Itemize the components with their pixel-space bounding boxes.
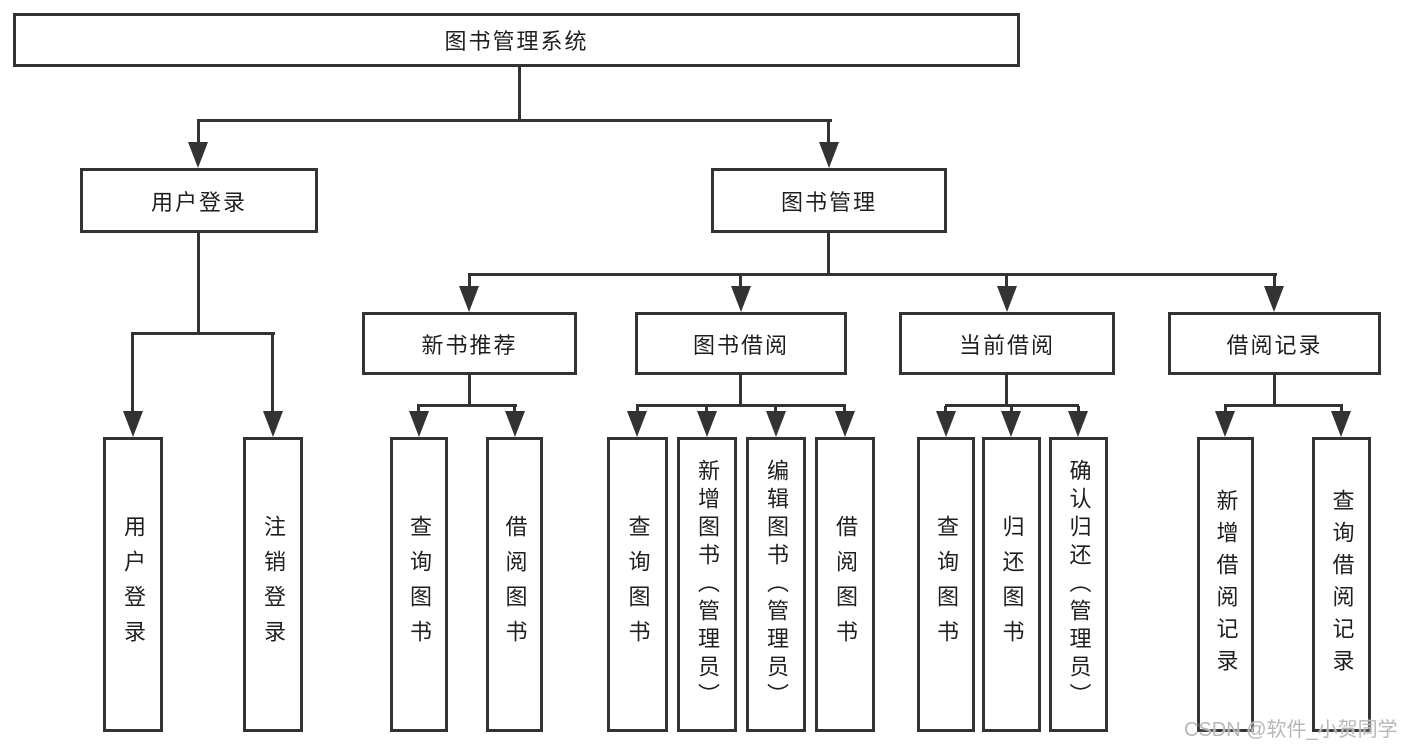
leaf-label: 查询图书 [407, 514, 432, 655]
node-borrow-records: 借阅记录 [1168, 312, 1381, 375]
node-label: 图书借阅 [692, 332, 789, 358]
connector-drop-leaf [1340, 406, 1343, 414]
leaf-label: 用户登录 [121, 514, 146, 655]
leaf-add-borrow-record: 新增借阅记录 [1197, 437, 1254, 732]
connector-drop-leaf [636, 406, 639, 414]
leaf-query-book-borrow: 查询图书 [607, 437, 668, 732]
connector-drop-leaf [843, 406, 846, 414]
connector-drop-leaf [271, 332, 274, 413]
connector-records-stem [1273, 375, 1276, 407]
node-library-system: 图书管理系统 [13, 13, 1020, 67]
connector-level3-hline [468, 273, 1277, 276]
leaf-borrow-book: 借阅图书 [815, 437, 875, 732]
arrow-down-icon [123, 411, 143, 437]
connector-level1-hline [197, 119, 832, 122]
arrow-down-icon [819, 142, 839, 168]
connector-borrow-stem [739, 375, 742, 407]
csdn-watermark: CSDN @软件_小贺同学 [1184, 719, 1398, 741]
connector-drop-level3 [739, 275, 742, 288]
connector-drop-leaf [1010, 406, 1013, 414]
connector-current-stem [1005, 375, 1008, 407]
leaf-borrow-book-recommend: 借阅图书 [486, 437, 543, 732]
connector-drop-level3 [1273, 275, 1276, 288]
node-label: 借阅记录 [1226, 332, 1323, 358]
node-current-borrow: 当前借阅 [899, 312, 1115, 375]
arrow-down-icon [263, 411, 283, 437]
leaf-label: 借阅图书 [502, 514, 528, 655]
arrow-down-icon [188, 142, 208, 168]
arrow-down-icon [627, 411, 647, 437]
connector-drop-leaf [1224, 406, 1227, 414]
connector-borrow-hline [636, 404, 846, 407]
node-label: 当前借阅 [958, 332, 1055, 358]
arrow-down-icon [1001, 411, 1021, 437]
leaf-query-book-recommend: 查询图书 [390, 437, 448, 732]
leaf-confirm-return-admin: 确认归还（管理员） [1049, 437, 1108, 732]
arrow-down-icon [1264, 286, 1284, 312]
leaf-label: 查询图书 [934, 514, 959, 655]
leaf-user-login: 用户登录 [103, 437, 163, 732]
connector-drop-leaf [513, 406, 516, 414]
node-book-management: 图书管理 [711, 168, 947, 233]
arrow-down-icon [1215, 411, 1235, 437]
leaf-label: 新增借阅记录 [1213, 488, 1239, 681]
node-user-login: 用户登录 [80, 168, 318, 233]
arrow-down-icon [459, 286, 479, 312]
leaf-query-book-current: 查询图书 [917, 437, 975, 732]
node-label: 图书管理 [780, 189, 877, 215]
connector-drop-leaf [944, 406, 947, 414]
arrow-down-icon [936, 411, 956, 437]
leaf-edit-book-admin: 编辑图书（管理员） [746, 437, 806, 732]
arrow-down-icon [997, 286, 1017, 312]
connector-current-hline [945, 404, 1079, 407]
connector-drop-book-mgmt [827, 121, 830, 143]
connector-root-stem [518, 67, 521, 121]
leaf-label: 查询借阅记录 [1329, 488, 1355, 681]
leaf-return-book: 归还图书 [982, 437, 1041, 732]
connector-drop-level3 [468, 275, 471, 288]
node-label: 用户登录 [150, 189, 247, 215]
connector-login-hline [131, 332, 275, 335]
connector-mgmt-stem [827, 233, 830, 275]
leaf-label: 查询图书 [625, 514, 651, 655]
connector-drop-level3 [1005, 275, 1008, 288]
connector-records-hline [1224, 404, 1343, 407]
leaf-label: 归还图书 [999, 514, 1025, 655]
leaf-label: 编辑图书（管理员） [764, 458, 789, 711]
node-label: 图书管理系统 [444, 29, 589, 54]
connector-drop-user-login [197, 121, 200, 143]
leaf-label: 借阅图书 [833, 514, 858, 655]
node-book-borrow: 图书借阅 [635, 312, 847, 375]
node-new-book-recommend: 新书推荐 [362, 312, 577, 375]
arrow-down-icon [409, 411, 429, 437]
leaf-label: 注销登录 [261, 514, 286, 655]
connector-drop-leaf [774, 406, 777, 414]
connector-recommend-hline [417, 404, 517, 407]
connector-drop-leaf [705, 406, 708, 414]
leaf-add-book-admin: 新增图书（管理员） [677, 437, 737, 732]
arrow-down-icon [1068, 411, 1088, 437]
leaf-logout: 注销登录 [243, 437, 303, 732]
connector-login-stem [197, 233, 200, 334]
arrow-down-icon [835, 411, 855, 437]
arrow-down-icon [731, 286, 751, 312]
leaf-label: 新增图书（管理员） [695, 458, 720, 711]
connector-drop-leaf [417, 406, 420, 414]
arrow-down-icon [697, 411, 717, 437]
arrow-down-icon [1331, 411, 1351, 437]
connector-drop-leaf [1077, 406, 1080, 414]
connector-drop-leaf [131, 332, 134, 413]
arrow-down-icon [505, 411, 525, 437]
arrow-down-icon [766, 411, 786, 437]
leaf-query-borrow-record: 查询借阅记录 [1312, 437, 1371, 732]
leaf-label: 确认归还（管理员） [1066, 458, 1092, 711]
connector-recommend-stem [468, 375, 471, 407]
node-label: 新书推荐 [421, 332, 518, 358]
